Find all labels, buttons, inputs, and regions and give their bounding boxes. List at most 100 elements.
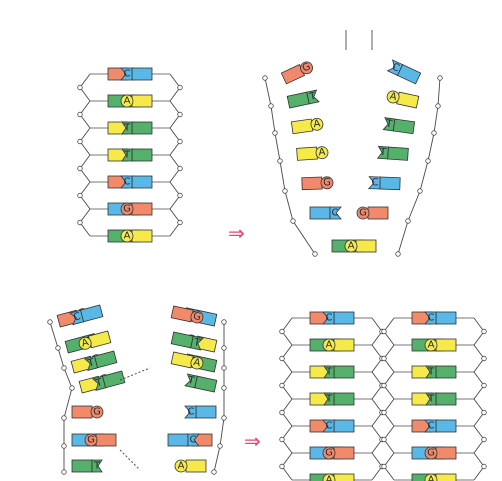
nucleotide-A: A — [424, 338, 457, 352]
base-letter: A — [124, 96, 131, 107]
nucleotide-head — [322, 311, 335, 325]
nucleotide-body — [79, 304, 104, 323]
nucleotide-body — [435, 392, 457, 406]
nucleotide-C: C — [424, 311, 457, 325]
nucleotide-body — [333, 419, 355, 433]
base-letter: T — [123, 123, 131, 134]
nucleotide-body — [367, 206, 389, 220]
nucleotide-head — [323, 392, 335, 406]
base-letter: T — [308, 91, 318, 103]
base-letter: G — [325, 448, 333, 459]
sugar-phosphate-backbone — [169, 73, 183, 237]
nucleotide-head — [91, 459, 103, 473]
nucleotide-head — [424, 446, 438, 460]
base-letter: C — [371, 177, 378, 188]
nucleotide-T: T — [425, 365, 457, 379]
nucleotide-A: A — [120, 94, 153, 108]
panel-result-helices: GCTAATATGCCGTAGCTAATATGCCGTA — [279, 311, 487, 481]
nucleotide-C: C — [322, 419, 355, 433]
nucleotide-head — [190, 356, 204, 370]
nucleotide-body — [392, 118, 416, 135]
nucleotide-body — [396, 91, 420, 109]
nucleotide-head — [376, 145, 389, 160]
nucleotide-head — [386, 59, 404, 76]
sugar-phosphate-backbone — [473, 317, 487, 481]
base-letter: A — [80, 337, 90, 349]
base-letter: T — [384, 118, 393, 130]
nucleotide-C: C — [322, 311, 355, 325]
nucleotide-A: A — [386, 90, 420, 109]
base-letter: C — [190, 435, 197, 446]
nucleotide-T: T — [91, 370, 126, 391]
nucleotide-body — [290, 118, 314, 135]
nucleotide-A: A — [344, 239, 377, 253]
panel-unwinding-helix: GCTAATATGCCGTA — [262, 30, 443, 257]
sugar-phosphate-backbone — [77, 73, 91, 237]
nucleotide-body — [301, 176, 323, 191]
nucleotide-head — [120, 67, 133, 81]
base-letter: T — [325, 394, 333, 405]
base-letter: A — [318, 147, 326, 158]
base-letter: C — [326, 313, 333, 324]
nucleotide-head — [184, 373, 198, 389]
nucleotide-head — [344, 239, 358, 253]
nucleotide-head — [386, 90, 400, 104]
nucleotide-head — [121, 148, 133, 162]
base-letter: G — [323, 177, 331, 188]
nucleotide-head — [83, 355, 99, 371]
arrow-1-icon: ⇒ — [228, 221, 245, 245]
nucleotide-head — [120, 202, 134, 216]
base-letter: C — [428, 421, 435, 432]
nucleotide-head — [184, 405, 197, 419]
nucleotide-head — [315, 146, 329, 160]
nucleotide-G: G — [120, 202, 153, 216]
sugar-phosphate-backbone — [381, 317, 395, 481]
nucleotide-G: G — [170, 305, 204, 324]
nucleotide-C: C — [424, 419, 457, 433]
base-letter: C — [124, 69, 131, 80]
nucleotide-C: C — [167, 433, 200, 447]
nucleotide-body — [87, 330, 112, 349]
nucleotide-body — [131, 202, 153, 216]
nucleotide-body — [333, 473, 355, 481]
base-letter: T — [192, 337, 202, 349]
nucleotide-A: A — [174, 459, 207, 473]
base-letter: C — [390, 61, 401, 74]
nucleotide-head — [120, 94, 134, 108]
base-letter: A — [313, 118, 321, 130]
base-letter: C — [428, 313, 435, 324]
nucleotide-body — [333, 446, 355, 460]
nucleotide-head — [120, 229, 134, 243]
nucleotide-head — [91, 375, 107, 391]
nucleotide-body — [93, 350, 118, 369]
nucleotide-body — [333, 311, 355, 325]
nucleotide-body — [333, 365, 355, 379]
base-letter: T — [427, 367, 435, 378]
nucleotide-T: T — [425, 392, 457, 406]
nucleotide-head — [322, 419, 335, 433]
nucleotide-head — [187, 433, 200, 447]
sugar-phosphate-backbone — [371, 317, 385, 481]
base-letter: A — [389, 91, 398, 103]
nucleotide-A: A — [322, 473, 355, 481]
nucleotide-body — [194, 375, 218, 393]
base-letter: T — [379, 147, 388, 159]
nucleotide-A: A — [78, 330, 112, 350]
nucleotide-A: A — [290, 117, 324, 135]
nucleotide-body — [71, 405, 93, 419]
nucleotide-T: T — [170, 331, 204, 351]
nucleotide-A: A — [424, 473, 457, 481]
nucleotide-A: A — [296, 146, 329, 161]
nucleotide-head — [424, 419, 437, 433]
nucleotide-head — [121, 121, 133, 135]
nucleotide-body — [387, 146, 409, 161]
nucleotide-G: G — [84, 433, 117, 447]
nucleotide-head — [425, 365, 437, 379]
base-letter: G — [87, 435, 95, 446]
base-letter: C — [72, 311, 82, 323]
nucleotide-body — [95, 433, 117, 447]
nucleotide-G: G — [424, 446, 457, 460]
base-letter: T — [86, 357, 97, 370]
base-letter: A — [326, 475, 333, 481]
